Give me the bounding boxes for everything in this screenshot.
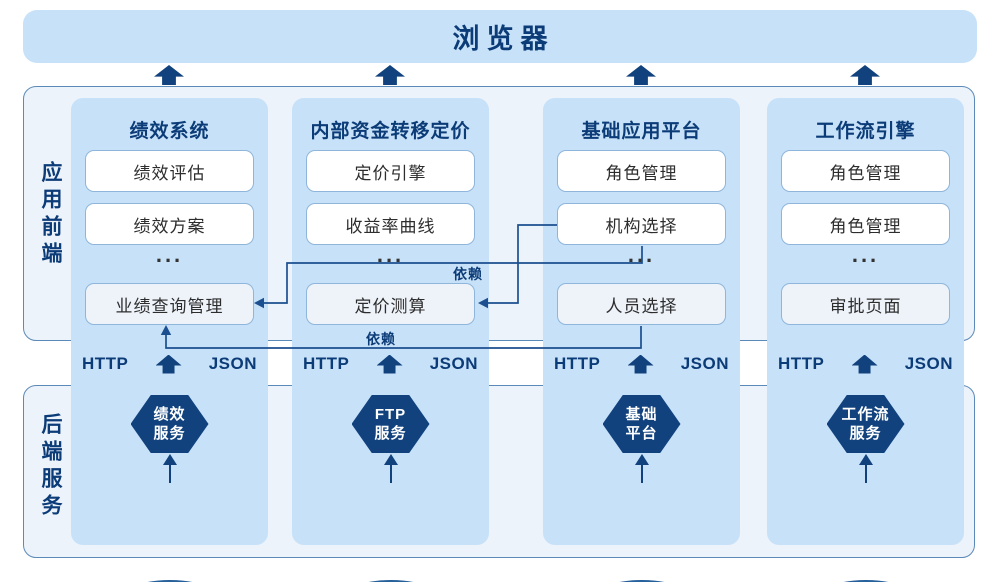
service-hexagon: 基础 平台	[602, 395, 681, 453]
service-name: 工作流	[841, 406, 890, 423]
module-box: 角色管理	[557, 150, 726, 192]
service-hexagon: 绩效 服务	[130, 395, 209, 453]
module-box: 人员选择	[557, 283, 726, 325]
frontend-label: 应用前端	[39, 161, 62, 269]
database-cylinder: DB	[357, 580, 424, 582]
module-box: 绩效评估	[85, 150, 254, 192]
transport-row: HTTP JSON	[71, 353, 268, 375]
db-to-service-arrow-line	[389, 464, 392, 483]
ellipsis: ...	[851, 242, 880, 267]
json-label: JSON	[904, 354, 953, 373]
service-name: 绩效	[153, 406, 186, 423]
db-cylinder-top	[832, 580, 899, 582]
module-box: 定价测算	[306, 283, 475, 325]
database-cylinder: DB	[136, 580, 203, 582]
ellipsis: ...	[376, 242, 405, 267]
dependency-label: 依赖	[366, 331, 396, 347]
transport-row: HTTP JSON	[292, 353, 489, 375]
column-title: 绩效系统	[129, 121, 210, 142]
up-arrow-icon	[375, 65, 405, 85]
module-box: 定价引擎	[306, 150, 475, 192]
service-hexagon: 工作流 服务	[826, 395, 905, 453]
up-arrow-icon	[154, 65, 184, 85]
module-box: 收益率曲线	[306, 203, 475, 245]
browser-bar: 浏览器	[23, 10, 977, 63]
up-arrow-icon	[626, 65, 656, 85]
module-box: 机构选择	[557, 203, 726, 245]
transport-row: HTTP JSON	[767, 353, 964, 375]
database-cylinder: DB	[832, 580, 899, 582]
db-cylinder-top	[608, 580, 675, 582]
db-to-service-arrow-line	[864, 464, 867, 483]
backend-label: 后端服务	[39, 413, 62, 521]
service-name: 服务	[849, 425, 882, 442]
column-performance-system: 绩效系统 绩效评估 绩效方案 ... 业绩查询管理 HTTP JSON 绩效 服…	[71, 98, 268, 582]
browser-label: 浏览器	[452, 24, 555, 54]
db-to-service-arrow-icon	[634, 454, 649, 465]
service-name: FTP	[374, 406, 407, 423]
up-arrow-icon	[155, 354, 182, 374]
up-arrow-icon	[376, 354, 403, 374]
http-label: HTTP	[554, 354, 601, 373]
module-box: 角色管理	[781, 150, 950, 192]
db-cylinder-top	[136, 580, 203, 582]
up-arrow-icon	[627, 354, 654, 374]
http-label: HTTP	[82, 354, 129, 373]
db-to-service-arrow-icon	[858, 454, 873, 465]
json-label: JSON	[429, 354, 478, 373]
column-workflow-engine: 工作流引擎 角色管理 角色管理 ... 审批页面 HTTP JSON 工作流 服…	[767, 98, 964, 582]
json-label: JSON	[680, 354, 729, 373]
up-arrow-icon	[851, 354, 878, 374]
http-label: HTTP	[303, 354, 350, 373]
dependency-label: 依赖	[453, 266, 483, 282]
db-to-service-arrow-icon	[162, 454, 177, 465]
ellipsis: ...	[627, 242, 656, 267]
column-title: 工作流引擎	[815, 121, 916, 142]
column-title: 基础应用平台	[581, 121, 702, 142]
db-to-service-arrow-line	[168, 464, 171, 483]
module-box: 审批页面	[781, 283, 950, 325]
service-name: 服务	[374, 425, 407, 442]
column-title: 内部资金转移定价	[310, 121, 471, 142]
db-cylinder-top	[357, 580, 424, 582]
service-name: 平台	[625, 425, 658, 442]
module-box: 角色管理	[781, 203, 950, 245]
service-name: 服务	[153, 425, 186, 442]
column-base-platform: 基础应用平台 角色管理 机构选择 ... 人员选择 HTTP JSON 基础 平…	[543, 98, 740, 582]
transport-row: HTTP JSON	[543, 353, 740, 375]
db-to-service-arrow-line	[640, 464, 643, 483]
service-name: 基础	[625, 406, 658, 423]
column-ftp-pricing: 内部资金转移定价 定价引擎 收益率曲线 ... 定价测算 HTTP JSON F…	[292, 98, 489, 582]
http-label: HTTP	[778, 354, 825, 373]
module-box: 绩效方案	[85, 203, 254, 245]
service-hexagon: FTP 服务	[351, 395, 430, 453]
module-box: 业绩查询管理	[85, 283, 254, 325]
json-label: JSON	[208, 354, 257, 373]
up-arrow-icon	[850, 65, 880, 85]
database-cylinder: DB	[608, 580, 675, 582]
ellipsis: ...	[155, 242, 184, 267]
db-to-service-arrow-icon	[383, 454, 398, 465]
